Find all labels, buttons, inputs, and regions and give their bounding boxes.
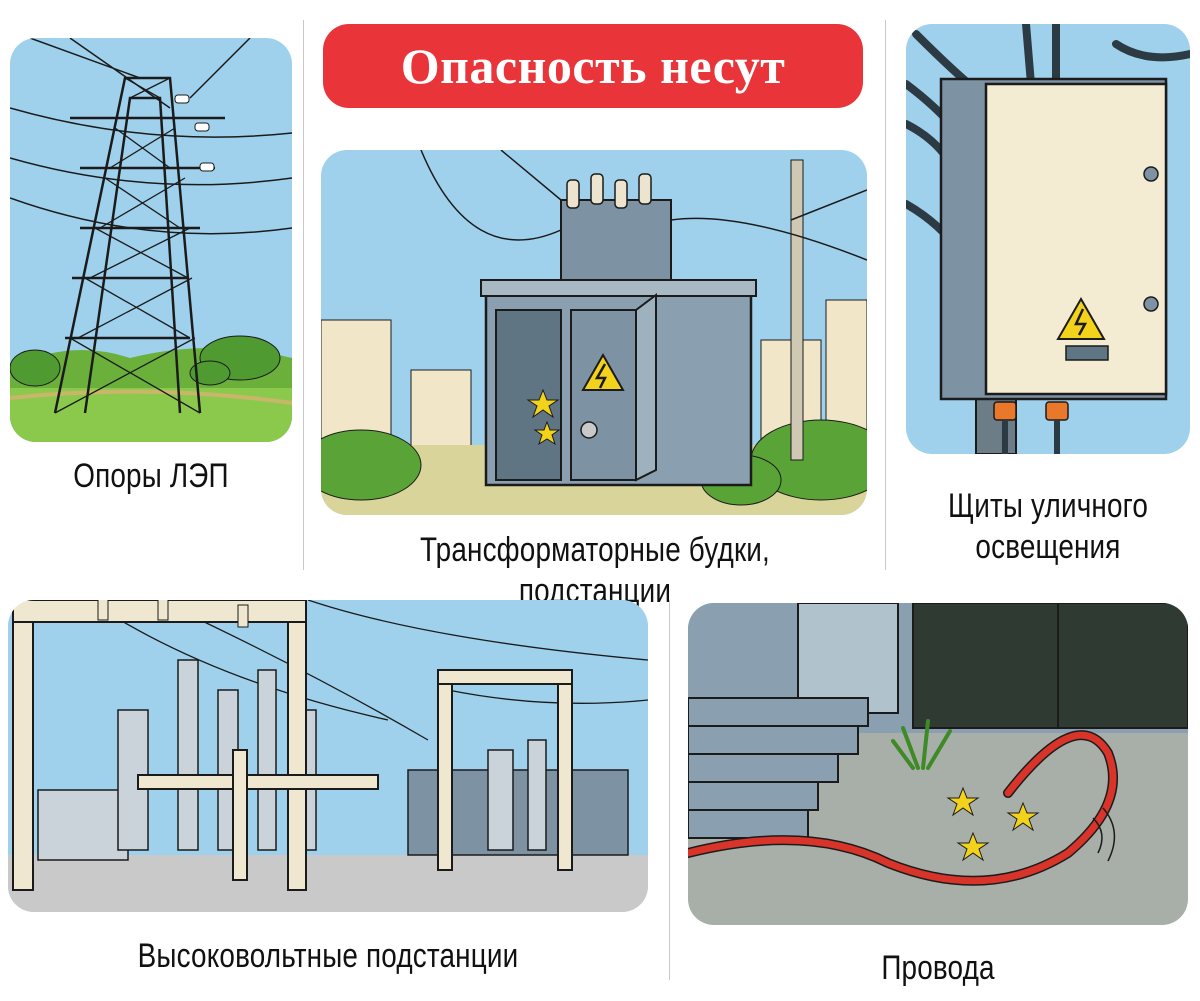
caption-lighting-line2: освещения (975, 527, 1121, 566)
caption-lighting: Щиты уличного освещения (923, 486, 1172, 568)
caption-towers: Опоры ЛЭП (73, 457, 229, 495)
substation-illustration (8, 600, 648, 912)
lighting-panel-illustration (906, 24, 1190, 454)
caption-wires: Провода (881, 949, 995, 987)
power-tower-illustration (10, 38, 292, 442)
spark-icon (946, 786, 1040, 862)
caption-substations: Высоковольтные подстанции (137, 937, 519, 975)
caption-lighting-line1: Щиты уличного (947, 487, 1149, 525)
high-voltage-warning-icon (581, 352, 625, 391)
page-title: Опасность несут (400, 38, 786, 94)
transformer-booth-illustration (321, 150, 867, 515)
electrical-panel-icon (906, 24, 1190, 454)
power-tower-icon (10, 38, 292, 442)
divider-right (885, 20, 886, 570)
spark-icon (526, 388, 561, 446)
title-banner: Опасность несут (323, 24, 863, 108)
transformer-booth-icon (321, 150, 867, 515)
wires-illustration (688, 603, 1188, 925)
divider-bottom (669, 600, 670, 980)
substation-icon (8, 600, 648, 912)
caption-transformer: Трансформаторные будки, подстанции (420, 531, 770, 610)
divider-left (303, 20, 304, 570)
cable-wire-icon (688, 603, 1188, 925)
